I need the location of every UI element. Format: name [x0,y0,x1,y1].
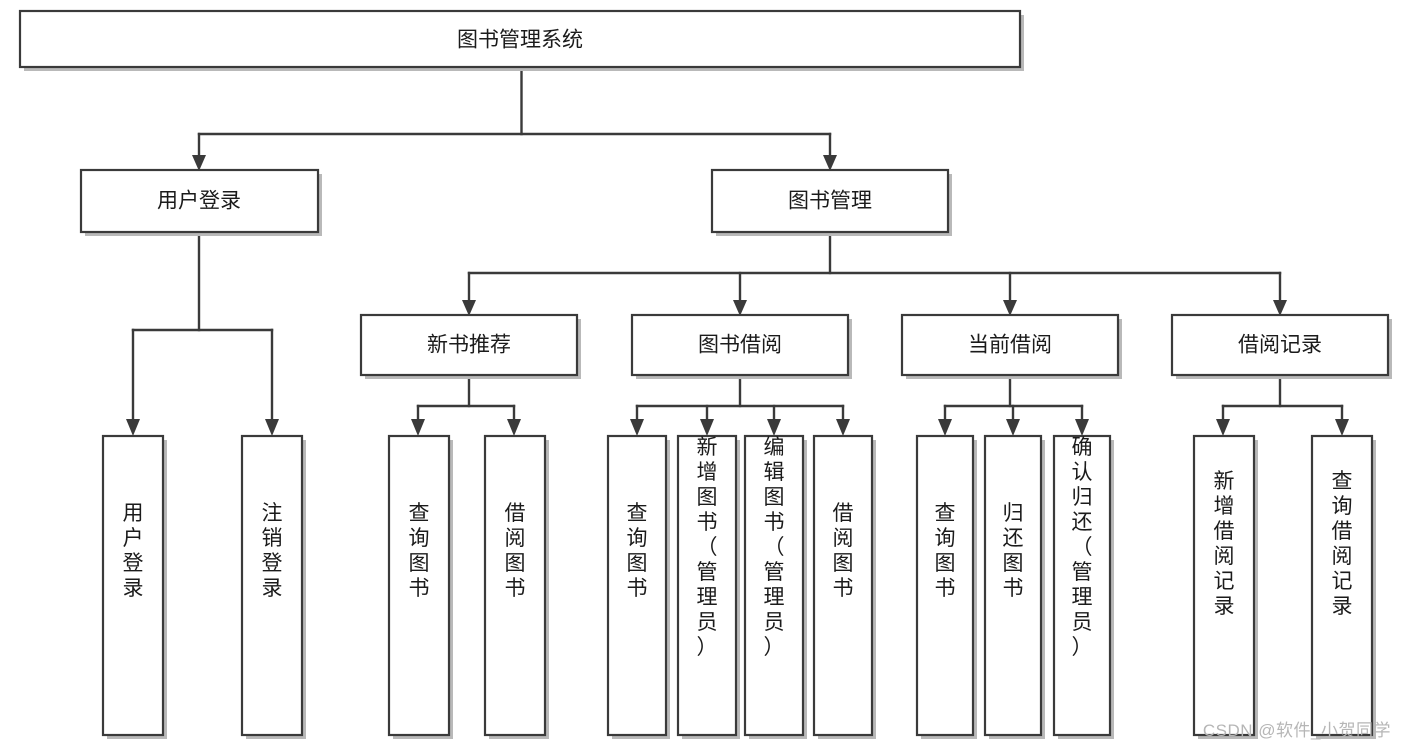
leaf-logout[interactable]: 注销登录 [240,434,306,739]
node-user-login[interactable]: 用户登录 [79,168,322,236]
arrow-leaf-logout [265,419,279,436]
arrow-leaf-bb-edit [767,419,781,436]
leaf-bb-query-book-box [606,434,668,737]
leaf-cb-return-book-box [983,434,1043,737]
leaf-bb-borrow-book-label: 借阅图书 [833,502,854,600]
leaf-logout-label: 注销登录 [262,502,283,600]
leaf-br-add-record[interactable]: 新增借阅记录 [1192,434,1258,739]
node-book-borrow-label: 图书借阅 [698,334,782,357]
arrow-leaf-cb-confirm [1075,419,1089,436]
leaf-bb-query-book[interactable]: 查询图书 [606,434,670,739]
leaf-bb-add-book[interactable]: 新增图书（管理员） [676,434,740,739]
arrow-current-borrow [1003,300,1017,316]
leaf-nb-borrow-book-box [483,434,547,737]
node-root-label: 图书管理系统 [457,29,583,52]
leaf-user-login[interactable]: 用户登录 [101,434,167,739]
arrow-new-book [462,300,476,316]
leaf-cb-confirm-return-label: 确认归还（管理员） [1072,436,1093,659]
leaf-br-query-record-label: 查询借阅记录 [1332,470,1353,618]
connector-group-user-login [126,231,279,436]
node-new-book-recommend-box [359,313,579,377]
node-book-management[interactable]: 图书管理 [710,168,952,236]
node-book-borrow[interactable]: 图书借阅 [630,313,852,379]
node-current-borrow-label: 当前借阅 [968,334,1052,357]
leaf-cb-query-book[interactable]: 查询图书 [915,434,977,739]
leaf-bb-add-book-label: 新增图书（管理员） [697,436,718,659]
arrow-leaf-br-add [1216,419,1230,436]
arrow-borrow-record [1273,300,1287,316]
leaf-nb-query-book-label: 查询图书 [409,502,430,600]
connector-group-root [192,67,837,171]
arrow-leaf-bb-add [700,419,714,436]
node-borrow-record-box [1170,313,1390,377]
leaf-user-login-box [101,434,165,737]
leaf-bb-query-book-label: 查询图书 [627,502,648,600]
leaf-br-add-record-label: 新增借阅记录 [1214,470,1235,618]
node-book-management-label: 图书管理 [788,190,872,213]
connector-group-new-book [411,375,521,436]
arrow-book-borrow [733,300,747,316]
arrow-leaf-br-query [1335,419,1349,436]
arrow-book-mgmt [823,155,837,171]
node-new-book-recommend[interactable]: 新书推荐 [359,313,581,379]
arrow-leaf-user-login [126,419,140,436]
leaf-cb-return-book[interactable]: 归还图书 [983,434,1045,739]
leaf-bb-borrow-book[interactable]: 借阅图书 [812,434,876,739]
leaf-bb-borrow-book-box [812,434,874,737]
leaf-br-add-record-box [1192,434,1256,737]
leaf-bb-add-book-box [676,434,738,737]
leaf-br-query-record-box [1310,434,1374,737]
node-current-borrow-box [900,313,1120,377]
arrow-leaf-nb-query [411,419,425,436]
connector-group-book-borrow [630,375,850,436]
leaf-cb-query-book-box [915,434,975,737]
arrow-leaf-bb-borrow [836,419,850,436]
arrow-leaf-cb-query [938,419,952,436]
leaf-nb-borrow-book[interactable]: 借阅图书 [483,434,549,739]
connector-group-borrow-record [1216,375,1349,436]
leaf-logout-box [240,434,304,737]
node-book-management-box [710,168,950,234]
leaf-bb-edit-book-label: 编辑图书（管理员） [764,436,785,659]
node-current-borrow[interactable]: 当前借阅 [900,313,1122,379]
leaf-cb-query-book-label: 查询图书 [935,502,956,600]
leaf-cb-confirm-return-box [1052,434,1112,737]
arrow-leaf-cb-return [1006,419,1020,436]
arrow-user-login [192,155,206,171]
node-root[interactable]: 图书管理系统 [18,9,1024,71]
leaf-bb-edit-book-box [743,434,805,737]
leaf-br-query-record[interactable]: 查询借阅记录 [1310,434,1376,739]
node-borrow-record-label: 借阅记录 [1238,334,1322,357]
leaf-user-login-label: 用户登录 [123,502,144,600]
leaf-cb-return-book-label: 归还图书 [1003,502,1024,600]
leaf-nb-borrow-book-label: 借阅图书 [505,502,526,600]
node-new-book-recommend-label: 新书推荐 [427,334,511,357]
arrow-leaf-bb-query [630,419,644,436]
connector-group-current-borrow [938,375,1089,436]
arrow-leaf-nb-borrow [507,419,521,436]
connector-group-book-mgmt [462,231,1287,316]
node-root-box [18,9,1022,69]
node-borrow-record[interactable]: 借阅记录 [1170,313,1392,379]
leaf-nb-query-book[interactable]: 查询图书 [387,434,453,739]
node-book-borrow-box [630,313,850,377]
leaf-cb-confirm-return[interactable]: 确认归还（管理员） [1052,434,1114,739]
leaf-bb-edit-book[interactable]: 编辑图书（管理员） [743,434,807,739]
node-user-login-box [79,168,320,234]
node-user-login-label: 用户登录 [157,190,241,213]
leaf-nb-query-book-box [387,434,451,737]
